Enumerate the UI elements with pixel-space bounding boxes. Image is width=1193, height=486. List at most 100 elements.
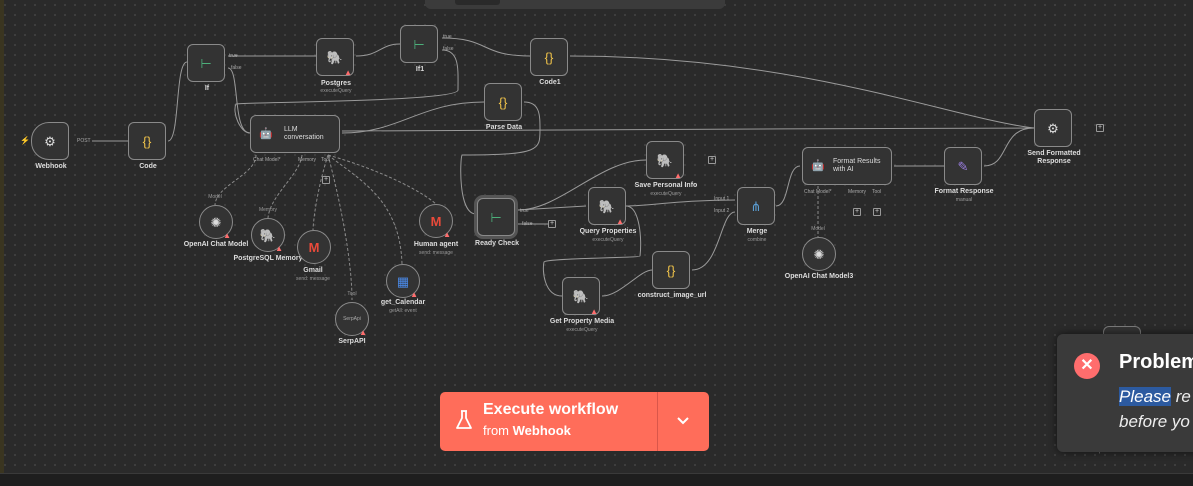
openai-chat-model3-node[interactable]: ✺: [802, 237, 836, 271]
get-calendar-node[interactable]: ▦▲: [386, 264, 420, 299]
toast-title: Problem: [1119, 351, 1193, 373]
save-add-button[interactable]: +: [708, 156, 716, 164]
format-ai-add-tool-button[interactable]: +: [873, 208, 881, 216]
llm-tool-port: Tool: [321, 157, 331, 163]
signpost-icon: ⊢: [490, 209, 502, 225]
get-media-label: Get Property Media: [549, 318, 615, 325]
code-node[interactable]: {}: [128, 122, 166, 160]
human-agent-node[interactable]: M▲: [419, 204, 453, 239]
save-personal-info-node[interactable]: 🐘▲: [646, 141, 684, 180]
chevron-down-icon[interactable]: [675, 412, 691, 428]
openai-tag: Model: [208, 194, 222, 200]
webhook-port-label: POST: [77, 138, 91, 144]
openai-icon: ✺: [210, 214, 222, 230]
warning-icon: ▲: [590, 307, 598, 316]
warning-icon: ▲: [616, 217, 624, 226]
if1-node[interactable]: ⊢: [400, 25, 438, 63]
gmail-node[interactable]: M: [297, 230, 331, 264]
postgres-label: Postgres: [321, 80, 351, 87]
format-response-node[interactable]: ✎: [944, 147, 982, 185]
calendar-sub: getAll: event: [389, 308, 417, 314]
query-properties-node[interactable]: 🐘▲: [588, 187, 626, 226]
robot-icon: 🤖: [259, 127, 273, 140]
execute-title: Execute workflow: [483, 401, 619, 418]
code-label: Code: [139, 163, 157, 170]
flask-icon: [456, 410, 472, 429]
elephant-icon: 🐘: [572, 288, 590, 304]
warning-icon: ▲: [410, 290, 418, 299]
robot-icon: 🤖: [811, 159, 825, 172]
ready-check-node[interactable]: ⊢: [477, 198, 515, 236]
query-sub: executeQuery: [592, 237, 624, 243]
format-response-label: Format Response: [934, 188, 994, 195]
bottom-status-bar: [0, 473, 1193, 486]
format-ai-chat-model-port: Chat Model*: [804, 189, 832, 195]
merge-icon: ⋔: [750, 198, 762, 214]
elephant-icon: 🐘: [326, 49, 344, 65]
top-toolbar[interactable]: [425, 0, 725, 9]
parse-data-node[interactable]: {}: [484, 83, 522, 121]
gmail-icon: M: [430, 213, 442, 229]
partial-node-behind-toast[interactable]: [1103, 326, 1141, 337]
openai-chat-model-node[interactable]: ✺▲: [199, 205, 233, 240]
toast-message-line2: before yo: [1119, 412, 1190, 431]
code1-node[interactable]: {}: [530, 38, 568, 76]
save-label: Save Personal Info: [634, 182, 698, 189]
serpapi-node[interactable]: SerpApi▲: [335, 302, 369, 337]
parse-data-label: Parse Data: [485, 124, 523, 131]
gmail-label: Gmail: [303, 267, 323, 274]
postgres-sub: executeQuery: [320, 88, 352, 94]
if-label: If: [204, 85, 210, 92]
warning-icon: ▲: [443, 230, 451, 239]
save-sub: executeQuery: [650, 191, 682, 197]
serpapi-label: SerpAPI: [338, 338, 366, 345]
execute-workflow-button[interactable]: Execute workflow from Webhook: [440, 392, 709, 451]
warning-icon: ▲: [275, 244, 283, 253]
warning-icon: ▲: [674, 171, 682, 180]
if-true-label: true: [229, 53, 238, 59]
if1-false-label: false: [443, 46, 454, 52]
format-ai-title-line2: with AI: [833, 166, 854, 173]
webhook-node[interactable]: ⚙: [31, 122, 69, 160]
warning-icon: ▲: [223, 231, 231, 240]
human-agent-sub: send: message: [419, 250, 453, 256]
get-property-media-node[interactable]: 🐘▲: [562, 277, 600, 316]
toast-highlight: Please: [1119, 387, 1171, 406]
if1-true-label: true: [443, 34, 452, 40]
top-toolbar-tab[interactable]: [455, 0, 500, 5]
warning-icon: ▲: [359, 328, 367, 337]
ready-add-button[interactable]: +: [548, 220, 556, 228]
gmail-sub: send: message: [296, 276, 330, 282]
merge-input1-label: Input 1: [714, 196, 730, 202]
merge-input2-label: Input 2: [714, 208, 730, 214]
send-add-button[interactable]: +: [1096, 124, 1104, 132]
ready-check-label: Ready Check: [475, 240, 519, 247]
postgresql-memory-node[interactable]: 🐘▲: [251, 218, 285, 253]
llm-add-tool-button[interactable]: +: [322, 176, 330, 184]
format-response-sub: manual: [955, 197, 973, 203]
code-braces-icon: {}: [498, 94, 508, 110]
human-agent-label: Human agent: [413, 241, 459, 248]
merge-sub: combine: [747, 237, 767, 243]
llm-title-line1: LLM: [284, 126, 298, 133]
format-ai-memory-port: Memory: [848, 189, 867, 195]
code1-label: Code1: [539, 79, 561, 86]
construct-image-url-node[interactable]: {}: [652, 251, 690, 289]
merge-node[interactable]: ⋔: [737, 187, 775, 225]
if-node[interactable]: ⊢: [187, 44, 225, 82]
openai-icon: ✺: [813, 246, 825, 262]
pgmem-tag: Memory: [258, 207, 278, 213]
postgres-node[interactable]: 🐘▲: [316, 38, 354, 77]
code-braces-icon: {}: [142, 133, 152, 149]
send-formatted-response-node[interactable]: ⚙: [1034, 109, 1072, 147]
send-label-line2: Response: [1037, 158, 1071, 165]
llm-chat-model-port: Chat Model*: [253, 157, 281, 163]
error-close-icon: ✕: [1074, 353, 1100, 379]
execute-divider: [657, 392, 658, 451]
format-ai-add-memory-button[interactable]: +: [853, 208, 861, 216]
format-ai-tool-port: Tool: [872, 189, 882, 195]
